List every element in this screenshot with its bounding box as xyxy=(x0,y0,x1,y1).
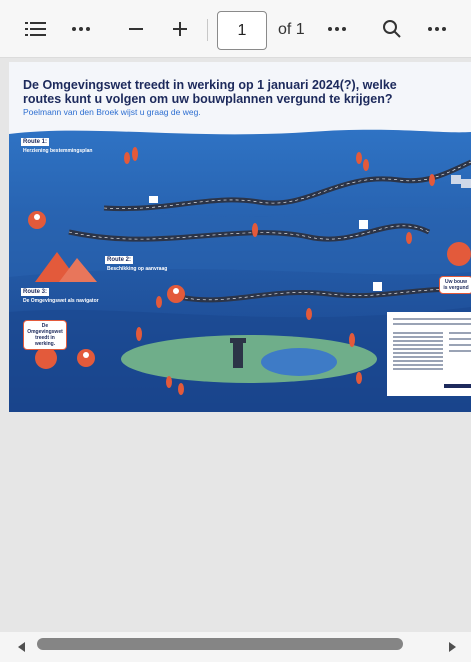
route3-subtitle: De Omgevingswet als navigator xyxy=(23,298,99,304)
page-number-input[interactable] xyxy=(217,11,267,50)
more-horizontal-icon[interactable] xyxy=(322,14,352,44)
triangle-left-icon[interactable] xyxy=(14,639,30,655)
toolbar: of 1 xyxy=(0,0,471,58)
infographic-illustration xyxy=(9,129,471,412)
triangle-right-icon[interactable] xyxy=(444,639,460,655)
route2-title: Route 2: xyxy=(105,256,133,264)
pdf-page: De Omgevingswet treedt in werking op 1 j… xyxy=(9,62,471,412)
zoom-out-button[interactable] xyxy=(121,14,151,44)
route3-title: Route 3: xyxy=(21,288,49,296)
route1-subtitle: Herziening bestemmingsplan xyxy=(23,148,93,154)
more-horizontal-icon[interactable] xyxy=(66,14,96,44)
scrollbar-thumb[interactable] xyxy=(37,638,403,650)
route1-title: Route 1: xyxy=(21,138,49,146)
plus-icon xyxy=(173,22,187,36)
page-total-label: of 1 xyxy=(278,21,305,38)
document-canvas[interactable]: De Omgevingswet treedt in werking op 1 j… xyxy=(0,58,471,632)
end-callout: Uw bouw is vergund xyxy=(439,276,471,294)
route2-subtitle: Beschikking op aanvraag xyxy=(107,266,168,272)
minus-icon xyxy=(129,28,143,30)
warning-callout: De Omgevingswet treedt in werking. xyxy=(23,320,67,350)
more-horizontal-icon[interactable] xyxy=(422,14,452,44)
document-subtitle: Poelmann van den Broek wijst u graag de … xyxy=(23,107,201,117)
list-icon[interactable] xyxy=(21,14,51,44)
document-title: De Omgevingswet treedt in werking op 1 j… xyxy=(23,78,397,106)
toolbar-divider xyxy=(207,19,208,41)
zoom-in-button[interactable] xyxy=(165,14,195,44)
horizontal-scrollbar[interactable] xyxy=(0,632,471,662)
search-icon[interactable] xyxy=(377,14,407,44)
